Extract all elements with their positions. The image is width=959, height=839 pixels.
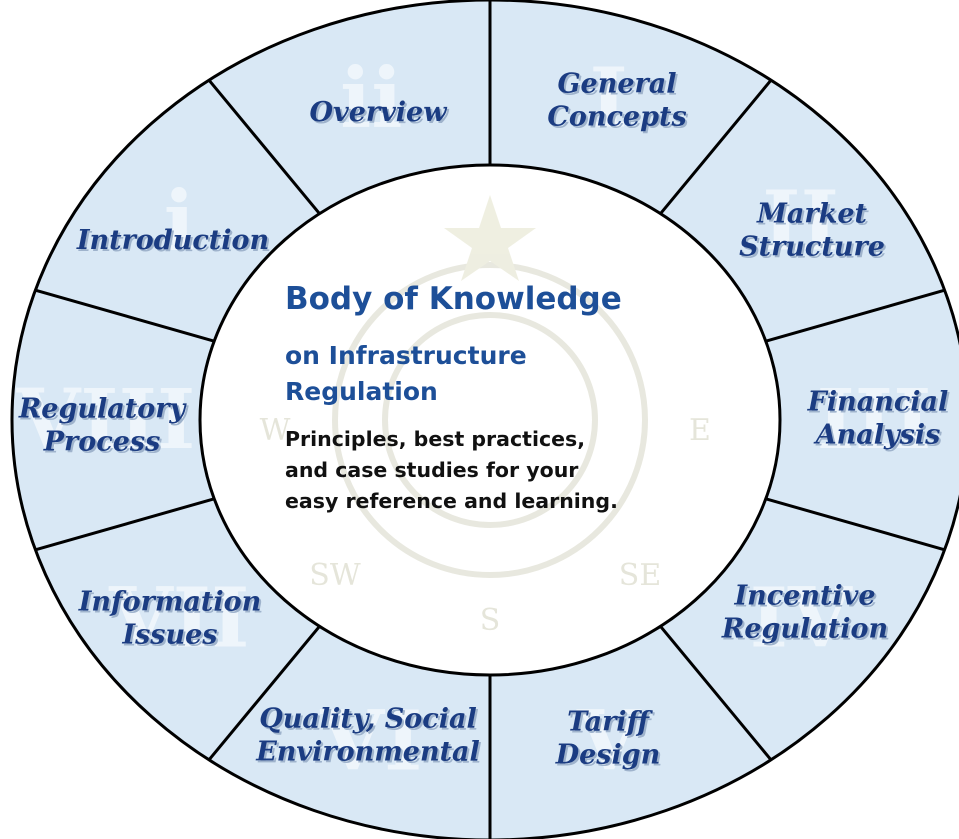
segment-label[interactable]: Process <box>43 427 161 458</box>
segment-label-shadow: General <box>559 71 678 102</box>
segment-numeral: VI <box>319 693 422 789</box>
segment-divider <box>765 497 946 552</box>
segment-label[interactable]: Design <box>555 740 661 771</box>
segment-label[interactable]: Financial <box>807 387 949 418</box>
compass-w-label: W <box>260 413 291 448</box>
segment-numeral: ii <box>340 51 402 147</box>
segment-label[interactable]: Regulatory <box>18 394 188 425</box>
segment-divider <box>207 79 321 215</box>
center-description: Principles, best practices, and case stu… <box>285 424 725 517</box>
segment-label[interactable]: Information <box>78 587 262 618</box>
segment-divider <box>659 625 773 761</box>
segment-label-shadow: Regulatory <box>20 396 190 427</box>
segment-numeral: VII <box>108 571 249 667</box>
segment-label[interactable]: Quality, Social <box>259 704 477 735</box>
segment-label-shadow: Introduction <box>78 227 271 258</box>
segment-divider <box>207 625 321 761</box>
segment-divider <box>34 497 215 552</box>
segment-label-shadow: Environmental <box>257 739 482 770</box>
segment-labels: GeneralGeneralConceptsConceptsMarketMark… <box>18 69 950 773</box>
center-title: Body of Knowledge <box>285 281 622 317</box>
center-description-line-3: easy reference and learning. <box>285 489 618 513</box>
segment-numeral: IV <box>750 571 853 667</box>
segment-label-shadow: Process <box>45 429 163 460</box>
segment-numeral: I <box>589 51 627 147</box>
segment-label-shadow: Concepts <box>549 104 688 135</box>
center-subtitle-line-2: Regulation <box>285 377 438 406</box>
star-icon <box>444 195 536 281</box>
segment-numeral: II <box>762 173 839 269</box>
segment-label[interactable]: Environmental <box>255 737 480 768</box>
compass-e-label: E <box>689 413 711 448</box>
segment-label-shadow: Design <box>557 742 663 773</box>
compass-watermark: SW SE W E S <box>260 195 711 638</box>
segment-numeral: V <box>576 693 642 789</box>
segment-label-shadow: Quality, Social <box>261 706 479 737</box>
segment-label-shadow: Information <box>80 589 264 620</box>
segment-label-shadow: Overview <box>312 99 451 130</box>
segment-dividers <box>34 0 946 839</box>
center-circle <box>198 163 782 677</box>
segment-label[interactable]: Regulation <box>721 614 888 645</box>
segment-label-shadow: Structure <box>741 234 887 265</box>
compass-se-label: SE <box>619 558 661 593</box>
segment-label-shadow: Market <box>758 201 869 232</box>
segment-numeral: VIII <box>16 372 196 468</box>
segment-label[interactable]: Structure <box>739 232 885 263</box>
compass-sw-label: SW <box>309 558 361 593</box>
segment-label[interactable]: Issues <box>121 620 217 651</box>
segment-label[interactable]: Overview <box>310 97 449 128</box>
segment-label[interactable]: General <box>557 69 676 100</box>
segment-label[interactable]: Tariff <box>567 707 653 738</box>
segment-label[interactable]: Market <box>756 199 867 230</box>
compass-s-label: S <box>480 603 501 638</box>
segment-label-shadow: Incentive <box>735 583 877 614</box>
segment-label-shadow: Tariff <box>569 709 655 740</box>
segment-label[interactable]: Analysis <box>813 420 941 451</box>
segment-numeral: III <box>816 372 931 468</box>
center-subtitle-line-1: on Infrastructure <box>285 341 527 370</box>
segment-label[interactable]: Introduction <box>76 225 269 256</box>
segment-label-shadow: Issues <box>123 622 219 653</box>
segment-numeral: i <box>164 173 195 269</box>
segment-label-shadow: Financial <box>809 389 951 420</box>
center-description-line-1: Principles, best practices, <box>285 427 586 451</box>
segment-divider <box>659 79 773 215</box>
segment-label[interactable]: Concepts <box>547 102 686 133</box>
segment-label-shadow: Regulation <box>723 616 890 647</box>
segment-label-shadow: Analysis <box>815 422 943 453</box>
segment-divider <box>765 288 946 343</box>
segment-divider <box>34 288 215 343</box>
center-subtitle: on Infrastructure Regulation <box>285 325 705 410</box>
center-description-line-2: and case studies for your <box>285 458 579 482</box>
segment-label[interactable]: Incentive <box>733 581 875 612</box>
